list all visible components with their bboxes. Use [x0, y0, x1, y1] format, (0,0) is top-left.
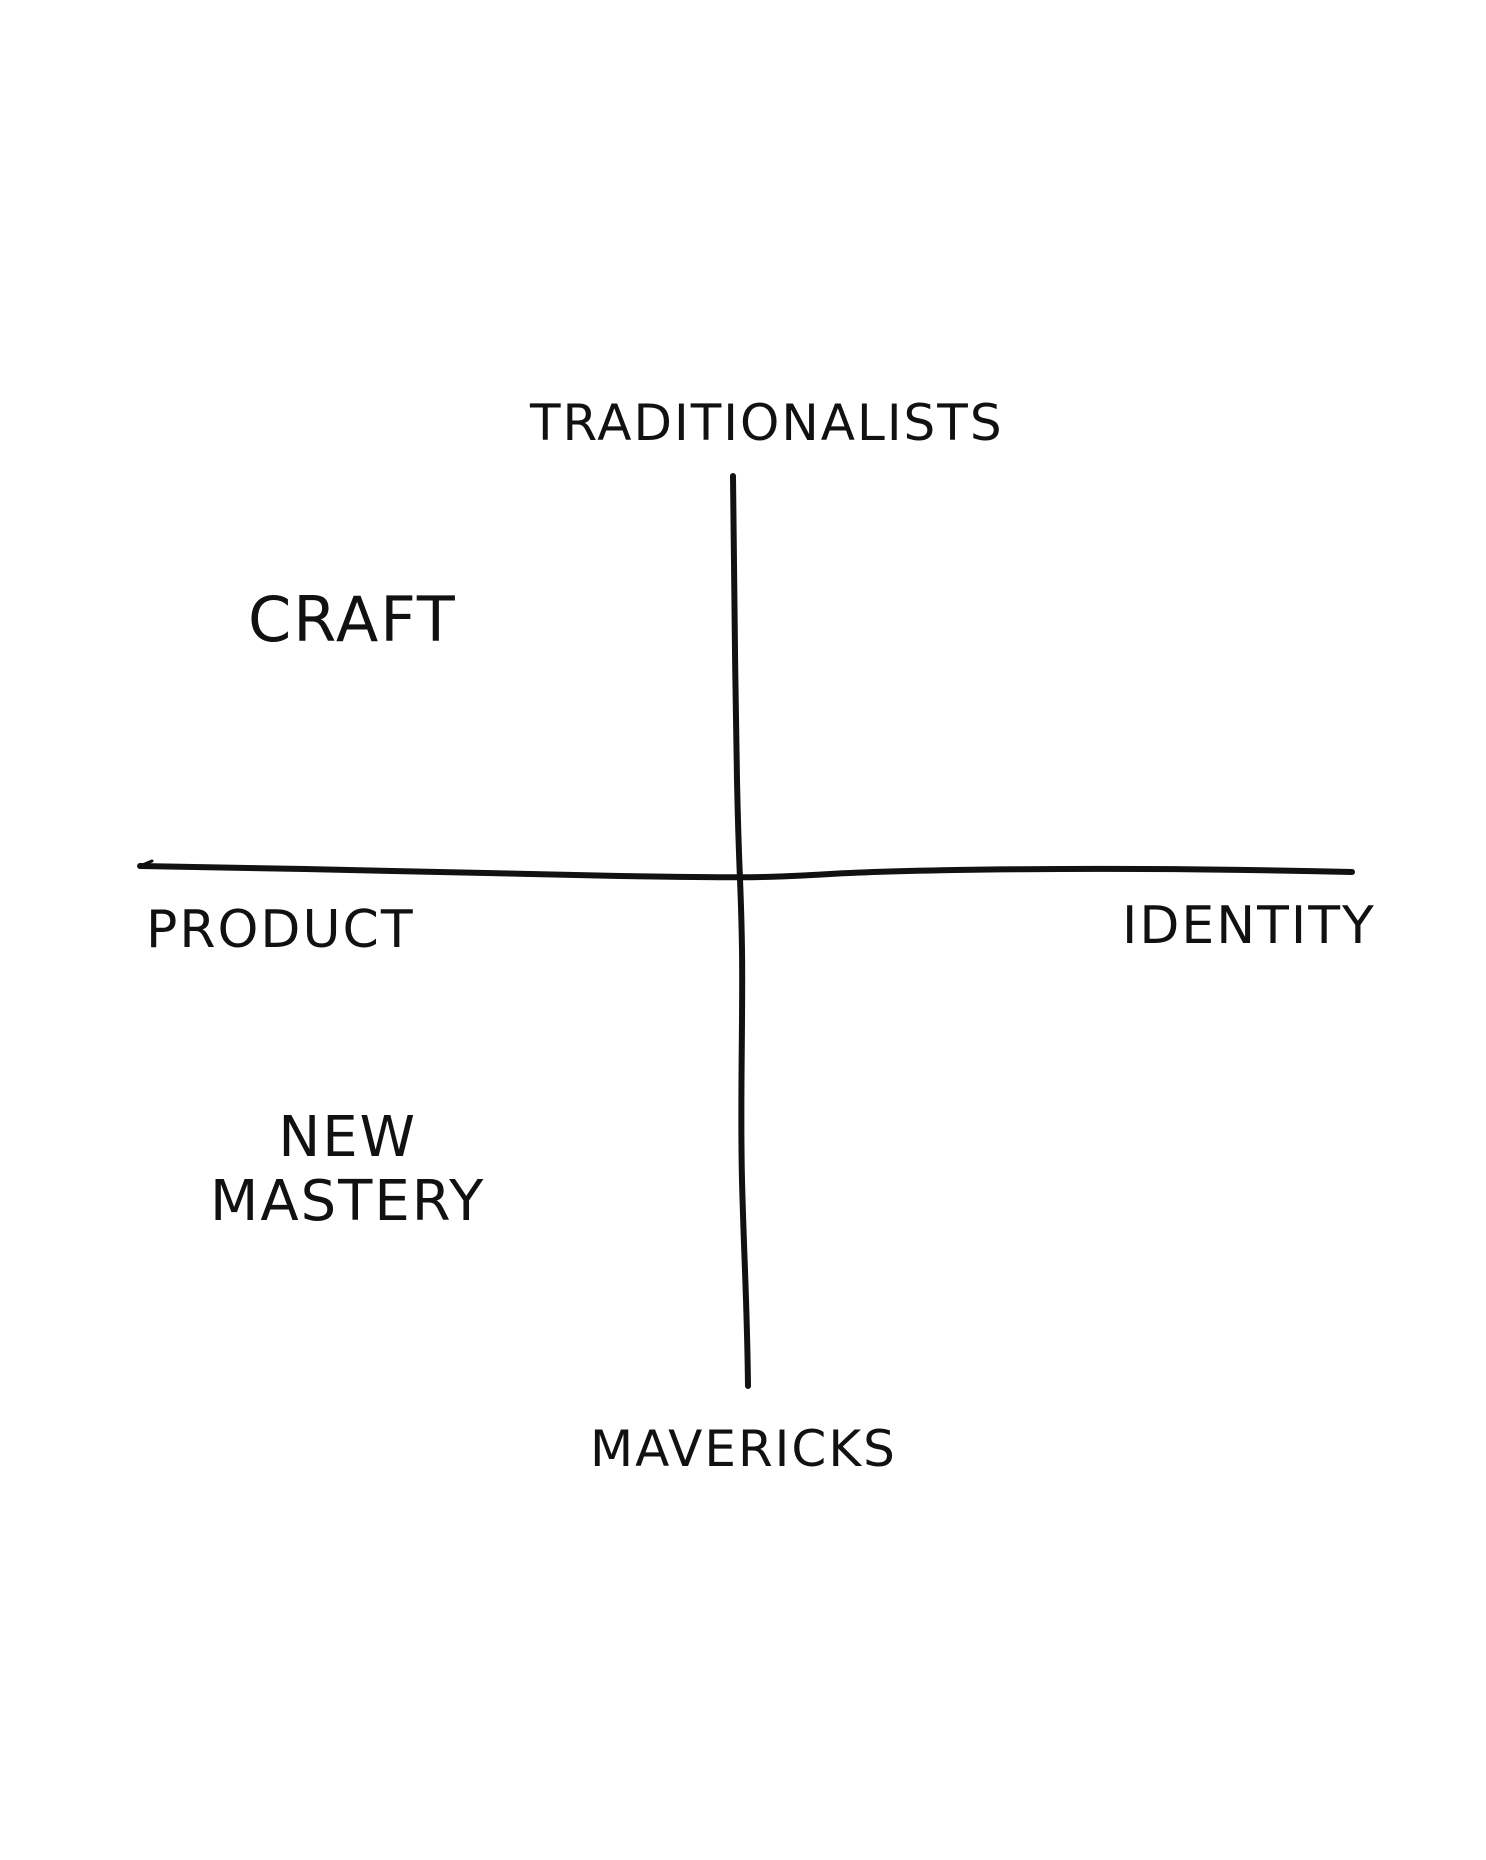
vertical-axis: [730, 473, 751, 1389]
quadrant-label-new-mastery: NEW MASTERY: [210, 1105, 486, 1235]
quadrant-label-new-mastery-line1: NEW: [278, 1105, 417, 1170]
quadrant-label-new-mastery-line2: MASTERY: [210, 1169, 486, 1235]
axis-label-product: PRODUCT: [146, 900, 415, 960]
horizontal-axis: [137, 863, 1355, 881]
axis-label-mavericks: MAVERICKS: [590, 1420, 897, 1478]
axis-label-traditionalists: TRADITIONALISTS: [530, 394, 1004, 452]
axis-label-identity: IDENTITY: [1122, 896, 1376, 956]
quadrant-label-craft: CRAFT: [248, 583, 457, 656]
horizontal-axis-left-tick: [138, 859, 154, 868]
